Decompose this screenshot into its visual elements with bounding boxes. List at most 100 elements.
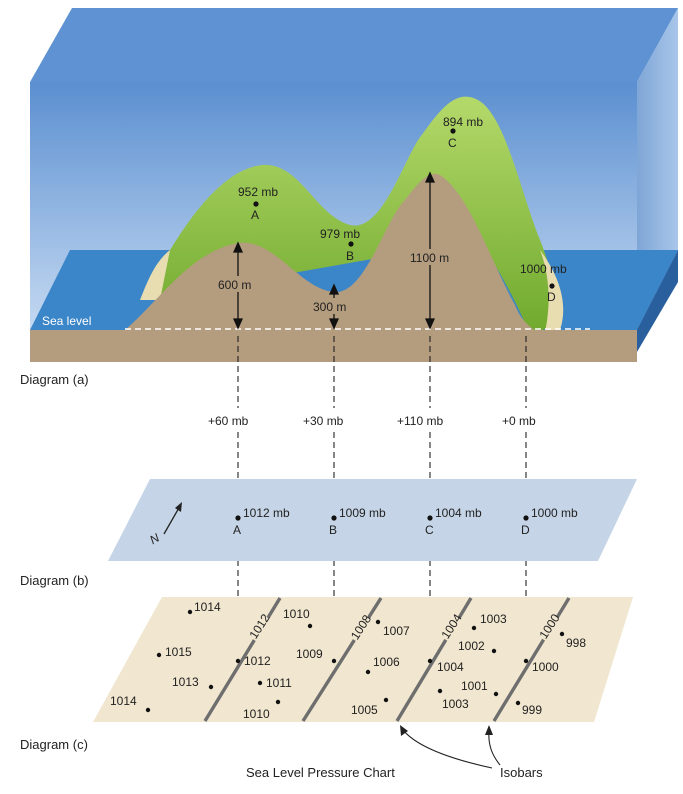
station-b-d-label: D: [521, 523, 530, 537]
station-b-c-pressure: 1004 mb: [435, 506, 482, 520]
station-b-c-label: C: [425, 523, 434, 537]
station-b-dot: [348, 241, 354, 247]
reading-dot: [515, 700, 521, 706]
reading-dot: [559, 631, 565, 637]
station-reading: 1011: [266, 676, 292, 690]
pointer-left: [402, 729, 493, 769]
station-reading: 1001: [461, 679, 488, 693]
station-readings: 1014 1010 1007 1003 998 1015 1012 1009 1…: [110, 600, 586, 721]
station-reading: 1010: [243, 707, 270, 721]
station-d-dot: [549, 283, 555, 289]
arrowhead-b-bottom: [328, 318, 340, 330]
station-reading: 1014: [194, 600, 221, 614]
elevation-a-bg: [214, 276, 262, 292]
station-reading: 1002: [458, 639, 485, 653]
station-b-d-dot: [523, 515, 529, 521]
station-b-c-dot: [427, 515, 433, 521]
station-reading: 1015: [165, 645, 192, 659]
station-reading: 1004: [437, 660, 464, 674]
pointer-left-arrowhead-icon: [400, 725, 408, 736]
elevation-b-label: 300 m: [313, 300, 346, 314]
isobar-1004-label-bg: [430, 607, 470, 647]
arrowhead-c-bottom: [424, 318, 436, 330]
isobars-label: Isobars: [500, 765, 543, 780]
plane-c: [93, 597, 633, 722]
elevation-b-bg: [310, 298, 358, 314]
station-b-b-pressure: 1009 mb: [339, 506, 386, 520]
elevation-a-label: 600 m: [218, 278, 251, 292]
station-b-a-dot: [235, 515, 241, 521]
diagram-a: Sea level 600 m 300 m 1100 m 952 mb A 97…: [20, 8, 678, 387]
reading-dot: [156, 652, 162, 658]
elevation-c-bg: [405, 249, 463, 265]
station-reading: 998: [566, 636, 586, 650]
reading-dot: [208, 684, 214, 690]
station-b-label: B: [346, 249, 354, 263]
station-reading: 1007: [383, 624, 410, 638]
caption-diagram-a: Diagram (a): [20, 372, 89, 387]
station-reading: 1012: [244, 654, 271, 668]
reading-dot: [307, 623, 313, 629]
station-reading: 1009: [296, 647, 323, 661]
station-reading: 1005: [351, 703, 378, 717]
sea-side: [637, 250, 678, 352]
isobar-pointers: [402, 729, 501, 769]
beach-left: [140, 250, 170, 300]
plane-b: [108, 479, 637, 561]
station-b-a-pressure: 1012 mb: [243, 506, 290, 520]
station-b-pressure: 979 mb: [320, 227, 360, 241]
reading-dot: [491, 648, 497, 654]
arrowhead-a-bottom: [232, 318, 244, 330]
sea-level-label: Sea level: [42, 314, 91, 328]
station-d-pressure: 1000 mb: [520, 262, 567, 276]
station-reading: 1000: [532, 660, 559, 674]
elevation-c-label: 1100 m: [410, 251, 449, 265]
reading-dot: [365, 669, 371, 675]
beach-right: [540, 250, 564, 332]
correction-b: +30 mb: [303, 414, 344, 428]
isobar-1000-label-bg: [528, 607, 568, 647]
station-a-pressure: 952 mb: [238, 185, 278, 199]
north-arrow-icon: [175, 502, 182, 512]
arrowhead-b-top: [328, 283, 340, 295]
station-reading: 1003: [480, 612, 507, 626]
reading-dot: [257, 680, 263, 686]
chart-title: Sea Level Pressure Chart: [246, 765, 395, 780]
pointer-right-arrowhead-icon: [485, 725, 493, 735]
isobar-1012-label-bg: [238, 607, 278, 647]
reading-dot: [427, 658, 433, 664]
isobar-1008-label-bg: [339, 608, 380, 647]
station-reading: 1013: [172, 675, 199, 689]
station-b-b-label: B: [329, 523, 337, 537]
station-b-d-pressure: 1000 mb: [531, 506, 578, 520]
reading-dot: [145, 707, 151, 713]
correction-a: +60 mb: [208, 414, 249, 428]
station-d-label: D: [547, 290, 556, 304]
reading-dot: [471, 625, 477, 631]
station-reading: 1006: [373, 655, 400, 669]
correction-d: +0 mb: [502, 414, 536, 428]
station-c-label: C: [448, 136, 457, 150]
station-b-a-label: A: [233, 523, 241, 537]
box-top: [30, 8, 678, 82]
station-c-dot: [450, 128, 456, 134]
reading-dot: [275, 699, 281, 705]
correction-c: +110 mb: [397, 414, 443, 428]
reading-dot: [235, 658, 241, 664]
arrowhead-a-top: [232, 241, 244, 253]
reading-dot: [383, 697, 389, 703]
reading-dot: [187, 609, 193, 615]
reading-dot: [375, 619, 381, 625]
diagram-c: 1012 1008 1004 1000 1014 1010 1007 1003 …: [20, 597, 633, 780]
station-a-dot: [253, 201, 259, 207]
station-b-b-dot: [331, 515, 337, 521]
station-reading: 1003: [442, 697, 469, 711]
caption-diagram-c: Diagram (c): [20, 737, 88, 752]
reading-dot: [523, 658, 529, 664]
station-a-label: A: [251, 208, 259, 222]
north-arrow-shaft: [163, 505, 181, 535]
station-c-pressure: 894 mb: [443, 115, 483, 129]
station-reading: 1014: [110, 694, 137, 708]
station-reading: 1010: [283, 607, 310, 621]
